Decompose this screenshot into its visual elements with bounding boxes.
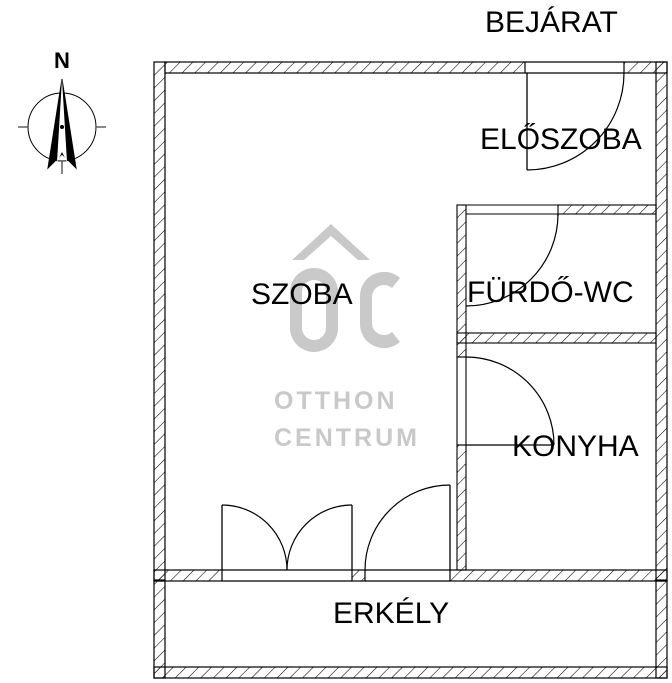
wall-exterior-left	[153, 61, 166, 581]
watermark-line-2: CENTRUM	[274, 424, 420, 452]
room-label-szoba: SZOBA	[251, 278, 353, 311]
wall-balcony-right	[655, 580, 668, 679]
door-bathroom	[465, 213, 559, 307]
compass-north-label: N	[54, 48, 70, 73]
room-label-eloszoba: ELŐSZOBA	[480, 123, 642, 156]
door-balcony-swing-arc-left	[221, 504, 288, 571]
watermark-oc-mark	[290, 224, 400, 352]
room-label-furdo-wc: FÜRDŐ-WC	[467, 276, 634, 309]
door-kitchen-swing-arc	[465, 356, 555, 446]
door-balcony-double	[221, 504, 353, 571]
room-label-erkely: ERKÉLY	[333, 597, 450, 630]
wall-balcony-bottom	[153, 666, 668, 679]
door-entrance-swing-arc	[526, 72, 625, 171]
door-balcony-swing-arc-right	[286, 504, 353, 571]
compass-rose-icon	[18, 78, 106, 174]
wall-partition-vertical-lower	[456, 444, 467, 571]
plan-title-bejarat: BEJÁRAT	[485, 6, 618, 39]
walls-group	[153, 61, 668, 679]
room-label-konyha: KONYHA	[512, 430, 639, 463]
door-kitchen	[465, 356, 555, 446]
door-bathroom-swing-arc	[465, 213, 559, 307]
wall-apartment-bottom-seg2	[351, 569, 366, 582]
wall-balcony-left	[153, 580, 166, 679]
wall-bathroom-top	[557, 204, 657, 215]
watermark-line-1: OTTHON	[274, 387, 398, 415]
wall-exterior-top-left	[164, 61, 526, 74]
watermark-logo	[280, 218, 410, 368]
wall-bathroom-kitchen-divider	[456, 332, 657, 344]
wall-apartment-bottom-seg1	[153, 569, 223, 582]
door-balcony-single-swing-arc	[364, 484, 451, 571]
door-entrance	[526, 72, 625, 171]
wall-apartment-bottom-seg3	[449, 569, 668, 582]
door-balcony-single	[364, 484, 451, 571]
wall-exterior-right	[655, 61, 668, 581]
